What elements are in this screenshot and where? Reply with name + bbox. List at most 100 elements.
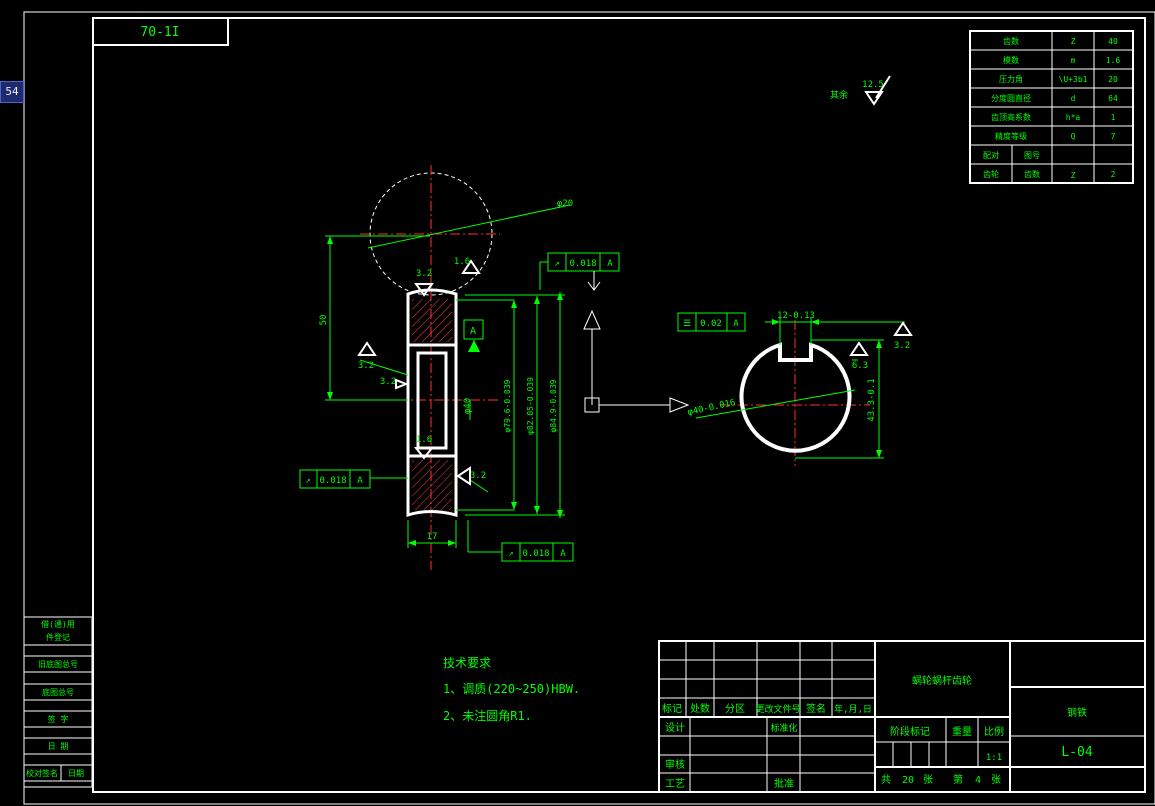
svg-text:↗: ↗: [554, 259, 559, 269]
surface-roughness-note: 其余 12.5: [830, 75, 891, 106]
param-value: 64: [1108, 94, 1118, 103]
tb-header-2: 处数: [690, 702, 710, 715]
svg-text:0.018: 0.018: [522, 549, 549, 559]
dim-bore-text: φ40: [463, 398, 473, 414]
param-name: 模数: [1003, 55, 1019, 65]
dim-d2-text: φ82.05-0.039: [526, 377, 535, 435]
strip-label-8: 日期: [68, 769, 84, 778]
tolerance-frame-bottom: ↗ 0.018 A: [501, 542, 574, 562]
param-symbol: 齿数: [1024, 169, 1040, 179]
tb-scale: 比例: [984, 725, 1004, 738]
tb-sheet-unit: 张: [923, 774, 933, 786]
roughness-top-text: 3.2: [416, 269, 432, 279]
tb-material: 钢铁: [1067, 706, 1087, 719]
strip-label-3: 旧底图总号: [38, 659, 78, 669]
tb-header-5: 签名: [806, 702, 826, 715]
sheet-frame: [23, 11, 1155, 805]
tolerance-frame-left: ↗ 0.018 A: [299, 469, 371, 489]
drawing-code-text: 70-1I: [140, 25, 179, 40]
tb-sheet-total-label: 共: [881, 774, 891, 786]
tb-drawing-no: L-04: [1061, 745, 1092, 760]
dim-circle-text: φ20: [557, 199, 573, 209]
roughness-side-text: 3.2: [380, 377, 396, 387]
hub-dimension-lines: [695, 318, 905, 459]
roughness-note-value: 12.5: [862, 80, 884, 90]
tb-sheet-total: 20: [902, 775, 914, 786]
hub-roughness-key-text: 6.3: [852, 361, 868, 371]
dim-height-text: 50: [319, 315, 329, 326]
strip-label-7: 校对签名: [26, 768, 58, 778]
hub-center-lines: [720, 320, 870, 466]
svg-text:0.02: 0.02: [700, 319, 722, 329]
param-symbol: 图号: [1024, 151, 1040, 160]
hatch-top: [412, 299, 452, 342]
svg-text:A: A: [733, 319, 739, 329]
strip-label-5: 签 字: [48, 714, 69, 724]
tb-stage-mark: 阶段标记: [890, 725, 930, 738]
hub-dim-key-text: 12-0.13: [777, 311, 815, 321]
param-name: 齿数: [1003, 36, 1019, 46]
tb-scale-value: 1:1: [986, 753, 1002, 763]
view-direction-marker: [583, 309, 690, 413]
tb-row-process: 工艺: [665, 778, 685, 790]
tb-header-4: 更改文件号: [755, 703, 800, 715]
param-value: 1: [1111, 113, 1116, 122]
param-symbol: \U+3b1: [1059, 75, 1088, 84]
hub-roughness-top-text: 3.2: [894, 341, 910, 351]
tb-row-design: 设计: [665, 721, 685, 734]
gear-roughness-symbols: [357, 259, 481, 486]
param-value: 1.6: [1106, 56, 1121, 65]
strip-label-4: 底图总号: [42, 687, 74, 697]
param-value: 20: [1108, 75, 1118, 84]
dim-d1-text: φ79.6-0.039: [503, 379, 512, 432]
tb-part-name: 蜗轮蜗杆齿轮: [912, 674, 972, 687]
side-tab[interactable]: 54: [0, 81, 24, 103]
param-name: 分度圆直径: [991, 93, 1031, 103]
param-symbol: Z: [1071, 37, 1076, 46]
tb-sheet-no-label: 第: [953, 773, 963, 786]
param-name: 齿轮: [983, 169, 999, 179]
svg-text:A: A: [607, 259, 613, 269]
param-symbol: d: [1071, 94, 1076, 103]
param-name: 压力角: [999, 74, 1023, 84]
roughness-right-text: 1.6: [454, 257, 470, 267]
svg-text:A: A: [470, 326, 476, 337]
param-name: 配对: [983, 150, 999, 160]
svg-text:0.018: 0.018: [319, 476, 346, 486]
roughness-inner-text: 1.6: [416, 435, 432, 445]
tech-req-item-1: 1、调质(220~250)HBW.: [443, 682, 580, 696]
strip-label-6: 日 期: [48, 742, 69, 751]
tb-header-1: 标记: [662, 703, 682, 715]
tb-row-approve: 批准: [774, 777, 794, 790]
datum-a-box: A: [463, 319, 484, 340]
gear-section-view: 3.2 3.2 1.6 3.2 1.6 3.2 50 φ20 φ40 φ79.6…: [299, 165, 620, 570]
gear-dimension-arrows: [327, 236, 563, 546]
roughness-lower-text: 3.2: [470, 471, 486, 481]
dim-width-text: 17: [427, 532, 438, 542]
svg-text:0.018: 0.018: [569, 259, 596, 269]
param-symbol: Q: [1071, 132, 1076, 141]
hub-tolerance-frame: ☰ 0.02 A: [677, 312, 746, 332]
gear-dimension-lines: [325, 204, 571, 553]
hub-profile: [739, 342, 852, 453]
param-name: 齿顶高系数: [991, 112, 1031, 122]
svg-text:A: A: [357, 476, 363, 486]
svg-text:☰: ☰: [683, 319, 691, 329]
roughness-note-label: 其余: [830, 89, 848, 101]
roughness-left-text: 3.2: [358, 361, 374, 371]
param-sub-symbol: Z: [1071, 171, 1076, 180]
param-name: 精度等级: [995, 131, 1027, 141]
hub-roughness-symbols: [849, 321, 913, 356]
strip-label-2: 件登记: [46, 632, 70, 642]
tech-req-title: 技术要求: [443, 656, 491, 670]
svg-text:A: A: [560, 549, 566, 559]
param-value: 2: [1111, 170, 1116, 179]
technical-requirements: 技术要求 1、调质(220~250)HBW. 2、未注圆角R1.: [443, 656, 580, 723]
param-symbol: h*a: [1066, 113, 1081, 122]
title-block: 标记 处数 分区 更改文件号 签名 年,月,日 设计 标准化 审核 工艺 批准 …: [658, 640, 1146, 793]
param-symbol: m: [1071, 56, 1076, 65]
tb-header-3: 分区: [725, 703, 745, 715]
hatch-bottom: [412, 460, 452, 510]
